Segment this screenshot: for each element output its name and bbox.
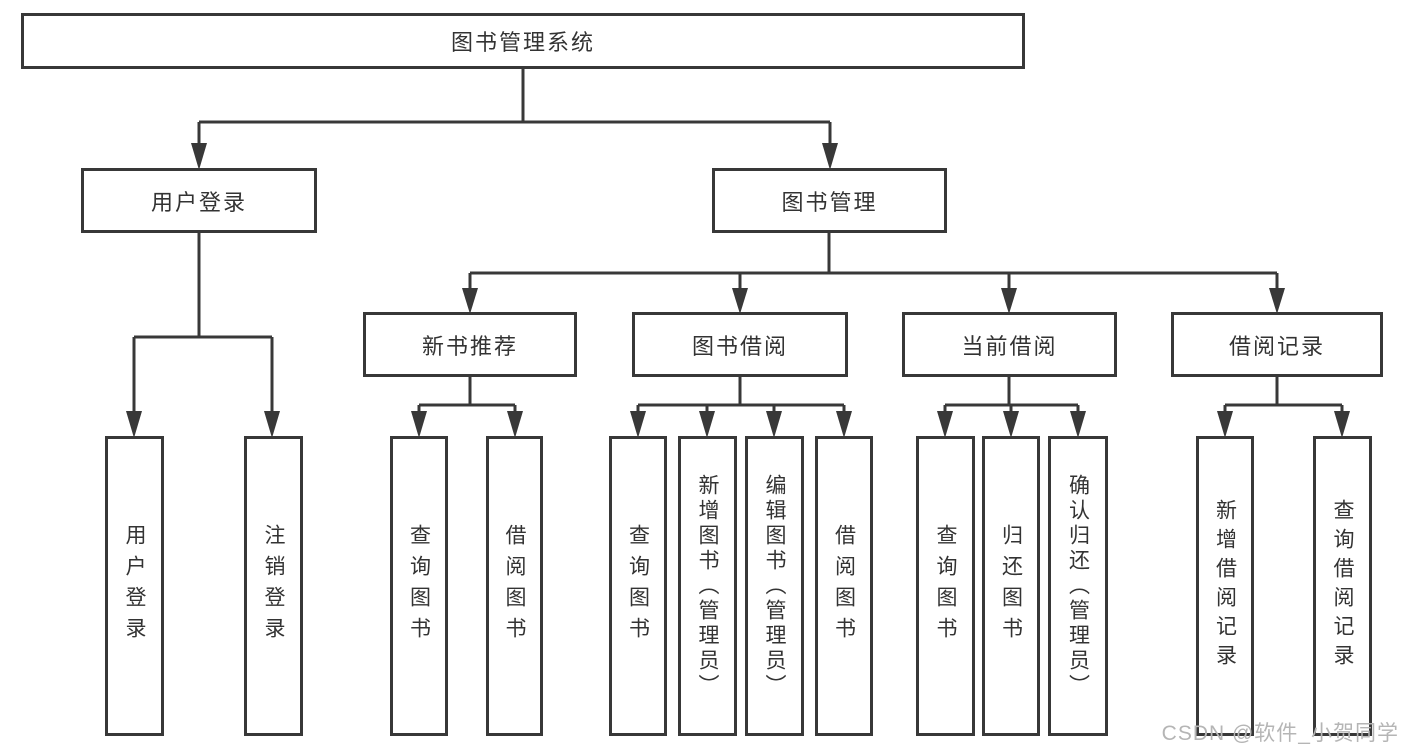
leaf-query-borrow-record: 查询借阅记录 [1313, 436, 1372, 736]
csdn-watermark: CSDN @软件_小贺同学 [1161, 722, 1399, 745]
node-new-book-recommend: 新书推荐 [363, 312, 577, 377]
leaf-edit-books-admin: 编辑图书（管理员） [745, 436, 804, 736]
leaf-add-borrow-record: 新增借阅记录 [1196, 436, 1254, 736]
leaf-query-books-borrowing: 查询图书 [609, 436, 667, 736]
node-system-root: 图书管理系统 [21, 13, 1025, 69]
leaf-add-books-admin: 新增图书（管理员） [678, 436, 737, 736]
node-book-borrowing: 图书借阅 [632, 312, 848, 377]
node-book-management: 图书管理 [712, 168, 947, 233]
leaf-return-books: 归还图书 [982, 436, 1040, 736]
node-borrowing-records: 借阅记录 [1171, 312, 1383, 377]
leaf-logout: 注销登录 [244, 436, 303, 736]
leaf-borrow-books-recommend: 借阅图书 [486, 436, 543, 736]
leaf-query-books-recommend: 查询图书 [390, 436, 448, 736]
node-user-login: 用户登录 [81, 168, 317, 233]
leaf-borrow-books: 借阅图书 [815, 436, 873, 736]
leaf-user-login: 用户登录 [105, 436, 164, 736]
node-current-borrowing: 当前借阅 [902, 312, 1117, 377]
leaf-confirm-return-admin: 确认归还（管理员） [1048, 436, 1108, 736]
leaf-query-books-current: 查询图书 [916, 436, 975, 736]
